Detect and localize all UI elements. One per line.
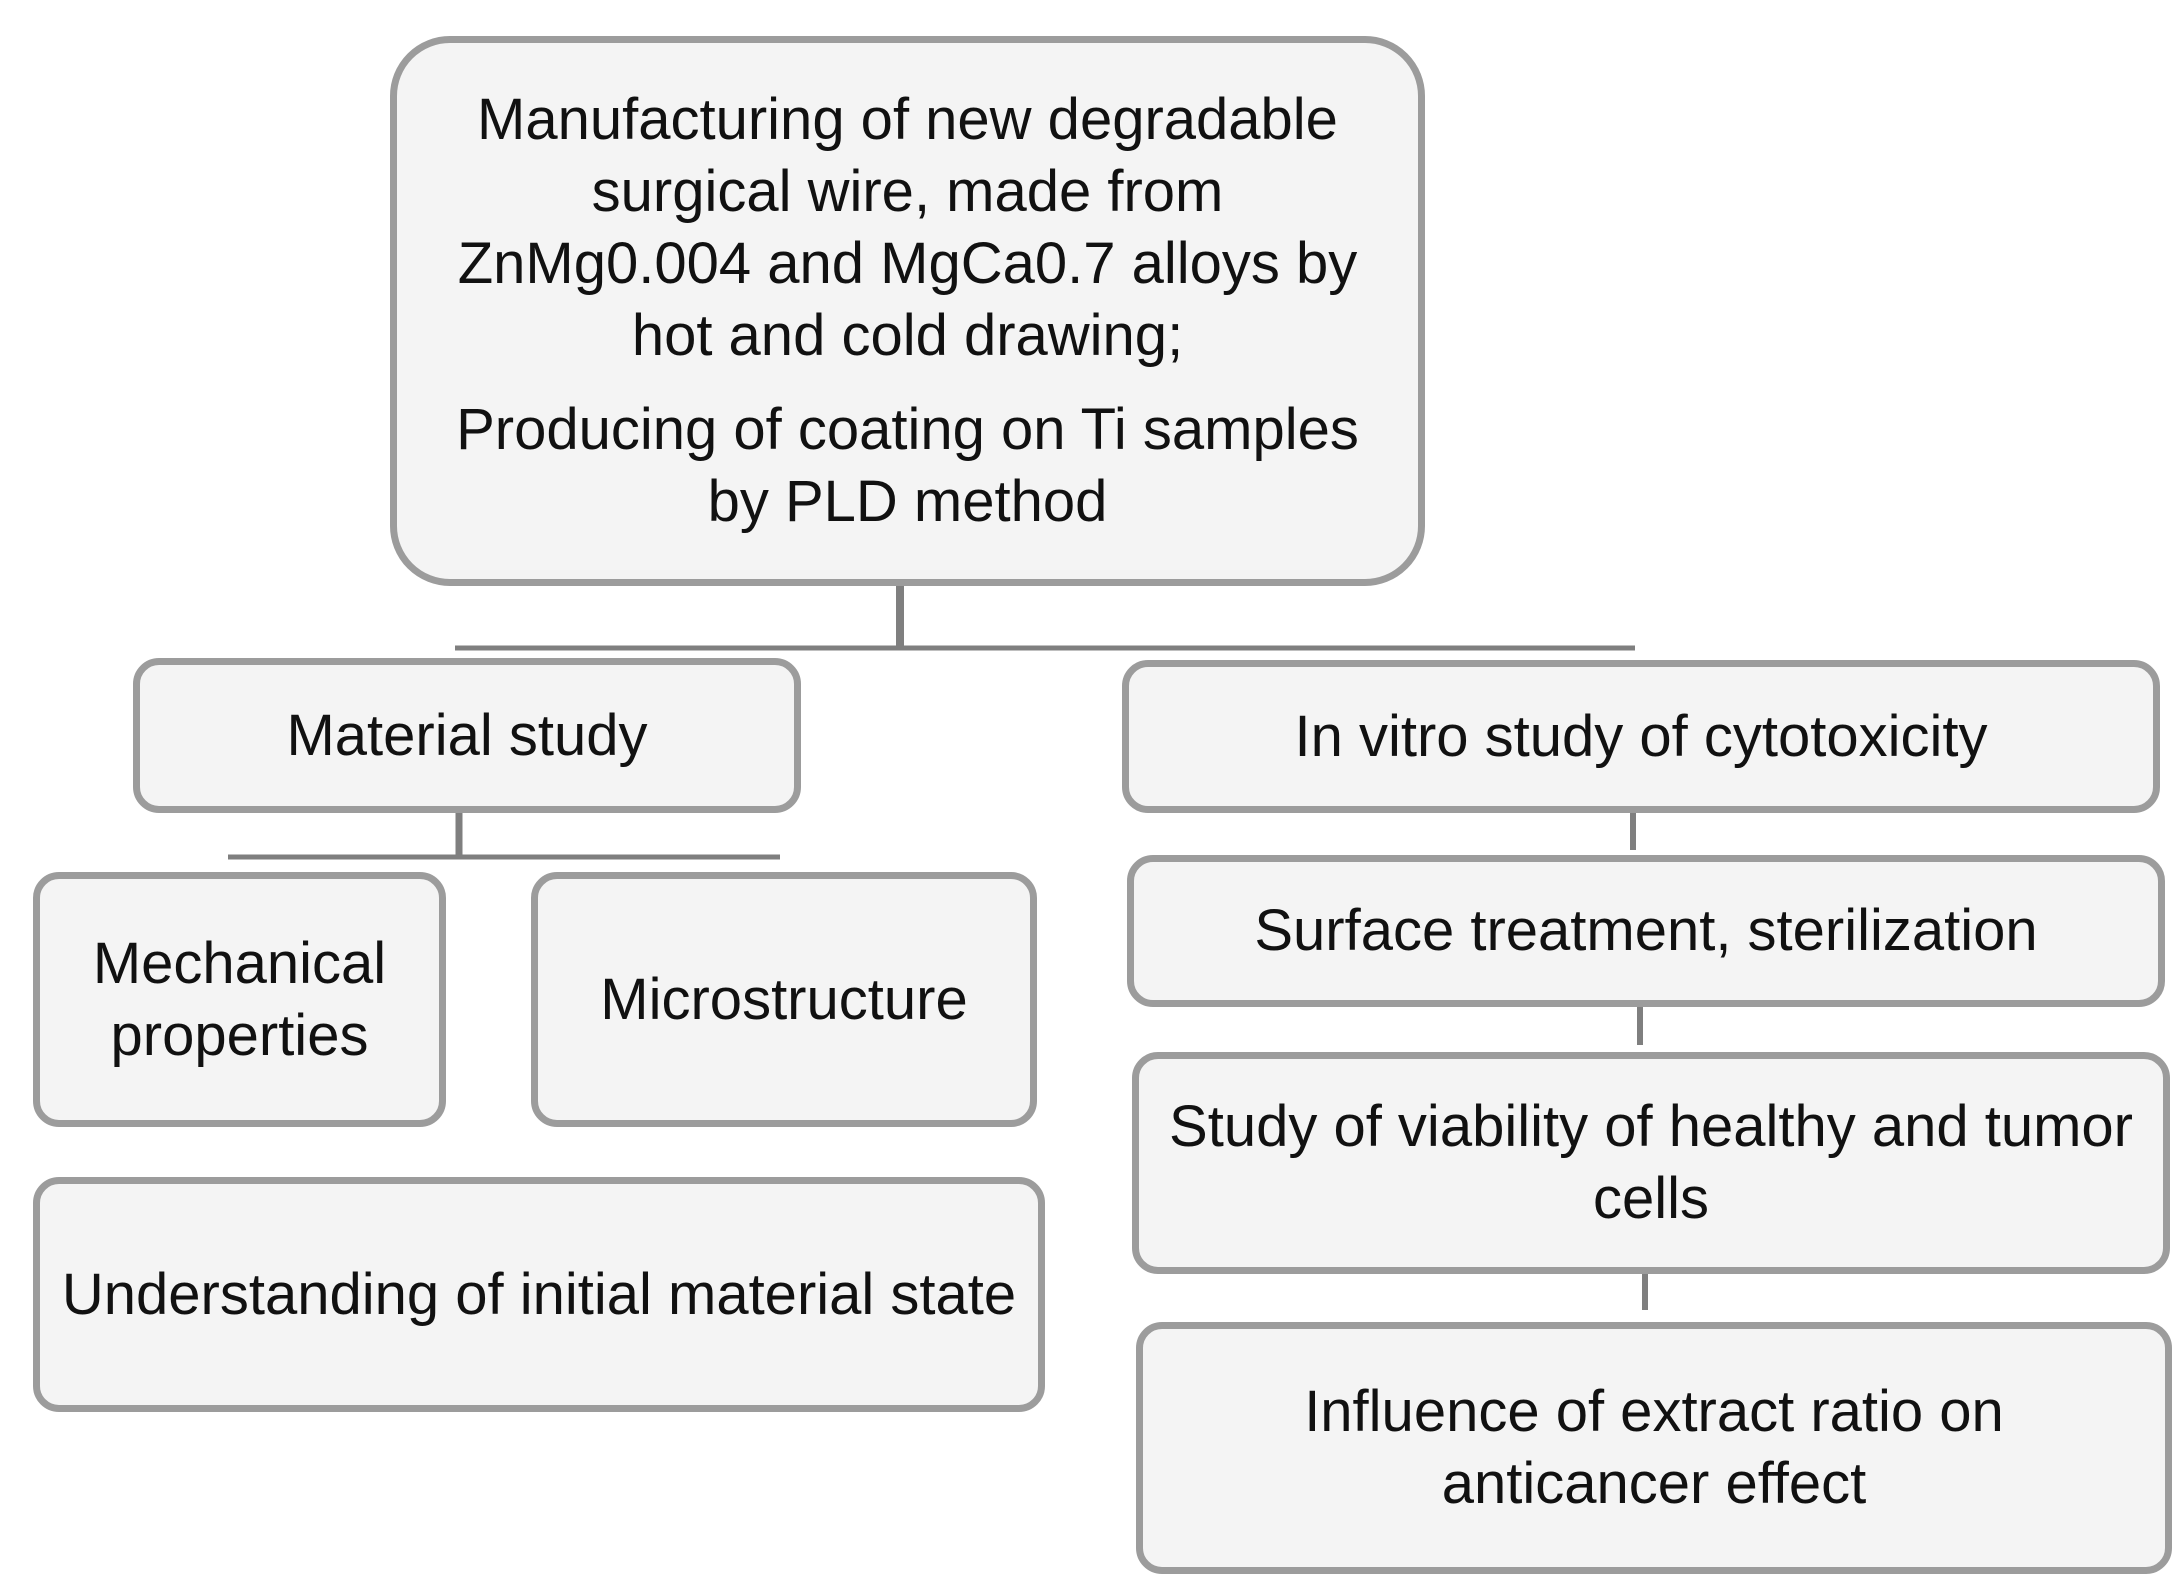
extract-ratio-box: Influence of extract ratio on anticancer…	[1136, 1322, 2172, 1574]
understanding-label: Understanding of initial material state	[61, 1261, 1017, 1327]
material-study-label: Material study	[286, 702, 648, 768]
microstructure-box: Microstructure	[531, 872, 1037, 1127]
surface-treatment-box: Surface treatment, sterilization	[1127, 855, 2165, 1007]
understanding-box: Understanding of initial material state	[33, 1177, 1045, 1412]
surface-treatment-label: Surface treatment, sterilization	[1254, 898, 2038, 964]
in-vitro-study-box: In vitro study of cytotoxicity	[1122, 660, 2160, 813]
coating-text: Producing of coating on Ti samples by PL…	[456, 396, 1359, 534]
viability-study-label: Study of viability of healthy and tumor …	[1169, 1094, 2133, 1231]
mechanical-properties-box: Mechanical properties	[33, 872, 446, 1127]
top-manufacturing-box: Manufacturing of new degradable surgical…	[390, 36, 1425, 586]
in-vitro-study-label: In vitro study of cytotoxicity	[1294, 703, 1988, 769]
extract-ratio-label: Influence of extract ratio on anticancer…	[1304, 1379, 2004, 1516]
material-study-box: Material study	[133, 658, 801, 813]
viability-study-box: Study of viability of healthy and tumor …	[1132, 1052, 2170, 1274]
manufacturing-text: Manufacturing of new degradable surgical…	[457, 87, 1358, 368]
microstructure-label: Microstructure	[600, 966, 968, 1032]
mechanical-properties-label: Mechanical properties	[92, 930, 387, 1068]
